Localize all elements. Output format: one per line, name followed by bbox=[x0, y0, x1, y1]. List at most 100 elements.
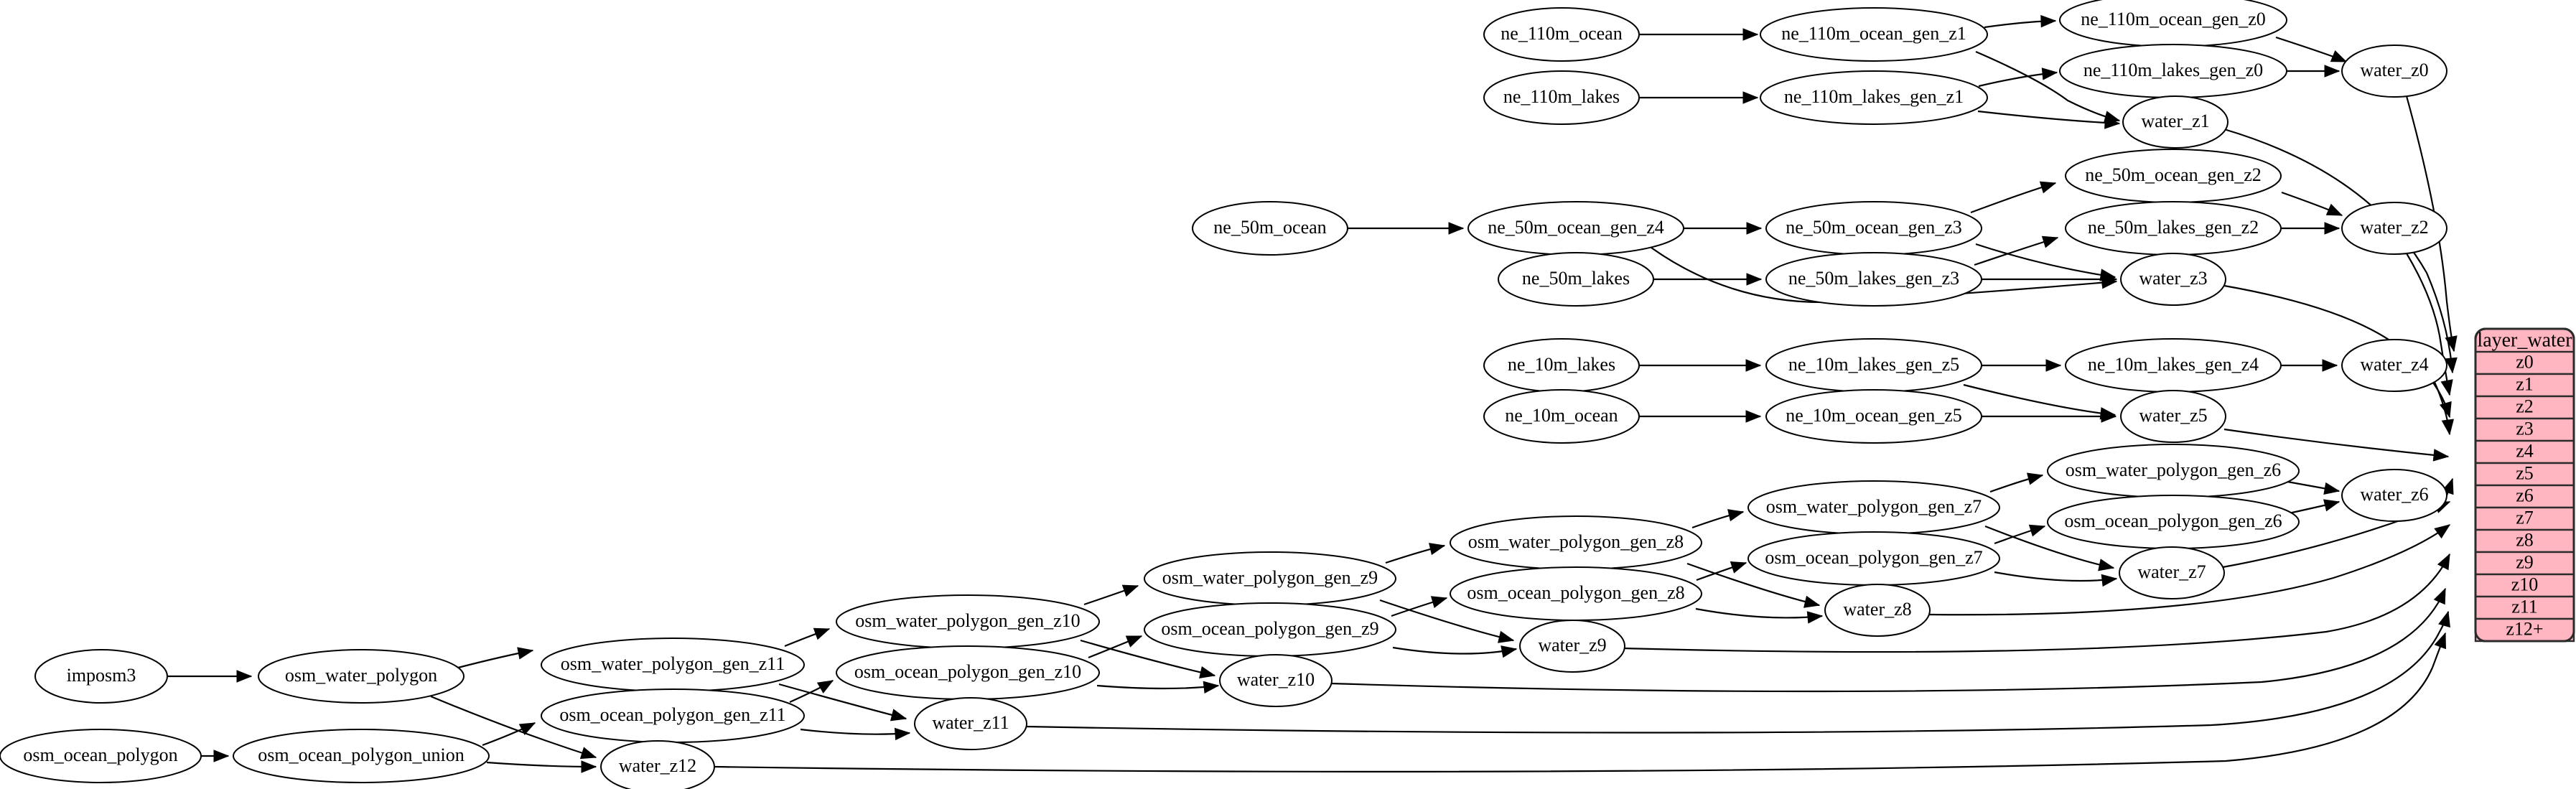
node-water_z2[interactable]: water_z2 bbox=[2341, 202, 2447, 255]
table-row-label: z4 bbox=[2516, 440, 2534, 461]
edge bbox=[1982, 410, 2117, 423]
edge bbox=[1385, 543, 1446, 564]
node-label: osm_ocean_polygon_union bbox=[258, 744, 464, 765]
node-osm_ocean_polygon_gen_z9[interactable]: osm_ocean_polygon_gen_z9 bbox=[1144, 602, 1396, 657]
node-label: ne_50m_ocean_gen_z3 bbox=[1786, 217, 1961, 238]
node-ne_110m_ocean_gen_z0[interactable]: ne_110m_ocean_gen_z0 bbox=[2059, 0, 2287, 47]
node-osm_water_polygon_gen_z8[interactable]: osm_water_polygon_gen_z8 bbox=[1450, 515, 1702, 570]
layer-water-table[interactable]: layer_waterz0z1z2z3z4z5z6z7z8z9z10z11z12… bbox=[2474, 327, 2575, 643]
node-shape bbox=[1219, 654, 1333, 707]
table-row-label: z12+ bbox=[2506, 618, 2543, 639]
edge bbox=[1994, 571, 2118, 587]
node-shape bbox=[2120, 390, 2226, 443]
node-osm_ocean_polygon_union[interactable]: osm_ocean_polygon_union bbox=[233, 729, 490, 783]
node-osm_water_polygon_gen_z9[interactable]: osm_water_polygon_gen_z9 bbox=[1144, 551, 1396, 606]
edge bbox=[2288, 499, 2341, 515]
node-water_z10[interactable]: water_z10 bbox=[1219, 654, 1333, 707]
edge bbox=[1982, 273, 2118, 286]
node-label: osm_ocean_polygon_gen_z9 bbox=[1161, 618, 1378, 639]
node-ne_10m_lakes_gen_z4[interactable]: ne_10m_lakes_gen_z4 bbox=[2065, 338, 2282, 393]
arrow-head bbox=[2324, 65, 2341, 78]
arrow-head bbox=[1746, 222, 1763, 235]
arrow-head bbox=[1501, 645, 1518, 658]
node-ne_110m_ocean[interactable]: ne_110m_ocean bbox=[1483, 7, 1640, 62]
edge bbox=[1696, 561, 1747, 582]
node-water_z4[interactable]: water_z4 bbox=[2341, 339, 2447, 392]
node-ne_50m_ocean_gen_z3[interactable]: ne_50m_ocean_gen_z3 bbox=[1765, 201, 1982, 256]
node-ne_50m_lakes[interactable]: ne_50m_lakes bbox=[1498, 252, 1654, 307]
arrow-head bbox=[2440, 379, 2453, 396]
node-osm_ocean_polygon_gen_z11[interactable]: osm_ocean_polygon_gen_z11 bbox=[541, 688, 805, 743]
node-ne_50m_lakes_gen_z3[interactable]: ne_50m_lakes_gen_z3 bbox=[1765, 252, 1982, 307]
edge bbox=[201, 750, 230, 762]
node-osm_water_polygon_gen_z6[interactable]: osm_water_polygon_gen_z6 bbox=[2047, 444, 2300, 498]
edge bbox=[1978, 67, 2058, 88]
node-ne_110m_lakes[interactable]: ne_110m_lakes bbox=[1483, 70, 1640, 125]
node-water_z0[interactable]: water_z0 bbox=[2341, 45, 2447, 98]
arrow-head bbox=[1745, 359, 1762, 372]
arrow-head bbox=[1121, 584, 1139, 597]
table-row-label: z6 bbox=[2516, 485, 2534, 505]
edges-layer bbox=[167, 14, 2458, 773]
node-water_z7[interactable]: water_z7 bbox=[2119, 546, 2225, 599]
node-label: ne_110m_ocean_gen_z0 bbox=[2081, 9, 2266, 29]
node-osm_water_polygon_gen_z11[interactable]: osm_water_polygon_gen_z11 bbox=[541, 638, 805, 692]
arrow-head bbox=[236, 670, 253, 683]
node-ne_50m_ocean_gen_z4[interactable]: ne_50m_ocean_gen_z4 bbox=[1467, 201, 1684, 256]
node-ne_10m_lakes[interactable]: ne_10m_lakes bbox=[1483, 338, 1640, 393]
node-water_z5[interactable]: water_z5 bbox=[2120, 390, 2226, 443]
node-ne_50m_ocean[interactable]: ne_50m_ocean bbox=[1192, 201, 1348, 256]
edge bbox=[784, 627, 831, 648]
arrow-head bbox=[813, 627, 831, 640]
arrow-head bbox=[2101, 410, 2117, 423]
arrow-head bbox=[816, 680, 834, 694]
node-ne_110m_lakes_gen_z0[interactable]: ne_110m_lakes_gen_z0 bbox=[2059, 44, 2287, 98]
node-label: ne_110m_lakes_gen_z0 bbox=[2083, 60, 2263, 80]
arrow-head bbox=[2437, 553, 2450, 571]
node-osm_water_polygon_gen_z7[interactable]: osm_water_polygon_gen_z7 bbox=[1747, 480, 2000, 535]
node-label: water_z12 bbox=[619, 755, 696, 776]
node-osm_ocean_polygon[interactable]: osm_ocean_polygon bbox=[0, 729, 202, 783]
node-ne_10m_ocean[interactable]: ne_10m_ocean bbox=[1483, 389, 1640, 444]
node-ne_110m_lakes_gen_z1[interactable]: ne_110m_lakes_gen_z1 bbox=[1760, 70, 1988, 125]
node-water_z3[interactable]: water_z3 bbox=[2120, 253, 2226, 306]
node-ne_50m_ocean_gen_z2[interactable]: ne_50m_ocean_gen_z2 bbox=[2065, 149, 2282, 203]
node-water_z11[interactable]: water_z11 bbox=[914, 697, 1027, 750]
edge bbox=[778, 683, 907, 722]
node-label: ne_110m_ocean_gen_z1 bbox=[1781, 23, 1966, 44]
node-osm_ocean_polygon_gen_z8[interactable]: osm_ocean_polygon_gen_z8 bbox=[1450, 566, 1702, 621]
node-osm_ocean_polygon_gen_z6[interactable]: osm_ocean_polygon_gen_z6 bbox=[2047, 495, 2300, 549]
arrow-head bbox=[2330, 50, 2348, 62]
node-label: osm_water_polygon bbox=[285, 665, 437, 686]
node-shape bbox=[2341, 45, 2447, 98]
edge bbox=[1928, 524, 2451, 616]
node-shape bbox=[2120, 253, 2226, 306]
arrow-head bbox=[890, 709, 907, 722]
node-water_z1[interactable]: water_z1 bbox=[2122, 95, 2229, 149]
node-water_z12[interactable]: water_z12 bbox=[600, 740, 715, 789]
node-ne_10m_ocean_gen_z5[interactable]: ne_10m_ocean_gen_z5 bbox=[1765, 389, 1982, 444]
arrow-head bbox=[1430, 596, 1448, 609]
edge bbox=[457, 647, 534, 669]
node-imposm3[interactable]: imposm3 bbox=[34, 649, 168, 704]
node-label: water_z8 bbox=[1843, 599, 1911, 620]
node-label: water_z6 bbox=[2360, 484, 2428, 505]
node-water_z6[interactable]: water_z6 bbox=[2341, 469, 2447, 522]
edge bbox=[2432, 380, 2455, 436]
node-water_z9[interactable]: water_z9 bbox=[1519, 620, 1625, 673]
node-osm_ocean_polygon_gen_z7[interactable]: osm_ocean_polygon_gen_z7 bbox=[1747, 531, 2000, 586]
table-row-label: z0 bbox=[2516, 351, 2534, 372]
node-ne_110m_ocean_gen_z1[interactable]: ne_110m_ocean_gen_z1 bbox=[1760, 7, 1988, 62]
node-label: osm_ocean_polygon_gen_z7 bbox=[1765, 547, 1982, 568]
node-osm_ocean_polygon_gen_z10[interactable]: osm_ocean_polygon_gen_z10 bbox=[836, 645, 1100, 700]
edge bbox=[482, 722, 536, 747]
edge bbox=[1970, 181, 2057, 214]
node-ne_50m_lakes_gen_z2[interactable]: ne_50m_lakes_gen_z2 bbox=[2065, 201, 2282, 256]
edge bbox=[2406, 253, 2453, 396]
table-row[interactable] bbox=[2474, 573, 2575, 598]
node-ne_10m_lakes_gen_z5[interactable]: ne_10m_lakes_gen_z5 bbox=[1765, 338, 1982, 393]
node-water_z8[interactable]: water_z8 bbox=[1824, 584, 1931, 637]
node-osm_water_polygon[interactable]: osm_water_polygon bbox=[258, 649, 465, 704]
node-osm_water_polygon_gen_z10[interactable]: osm_water_polygon_gen_z10 bbox=[836, 594, 1100, 649]
